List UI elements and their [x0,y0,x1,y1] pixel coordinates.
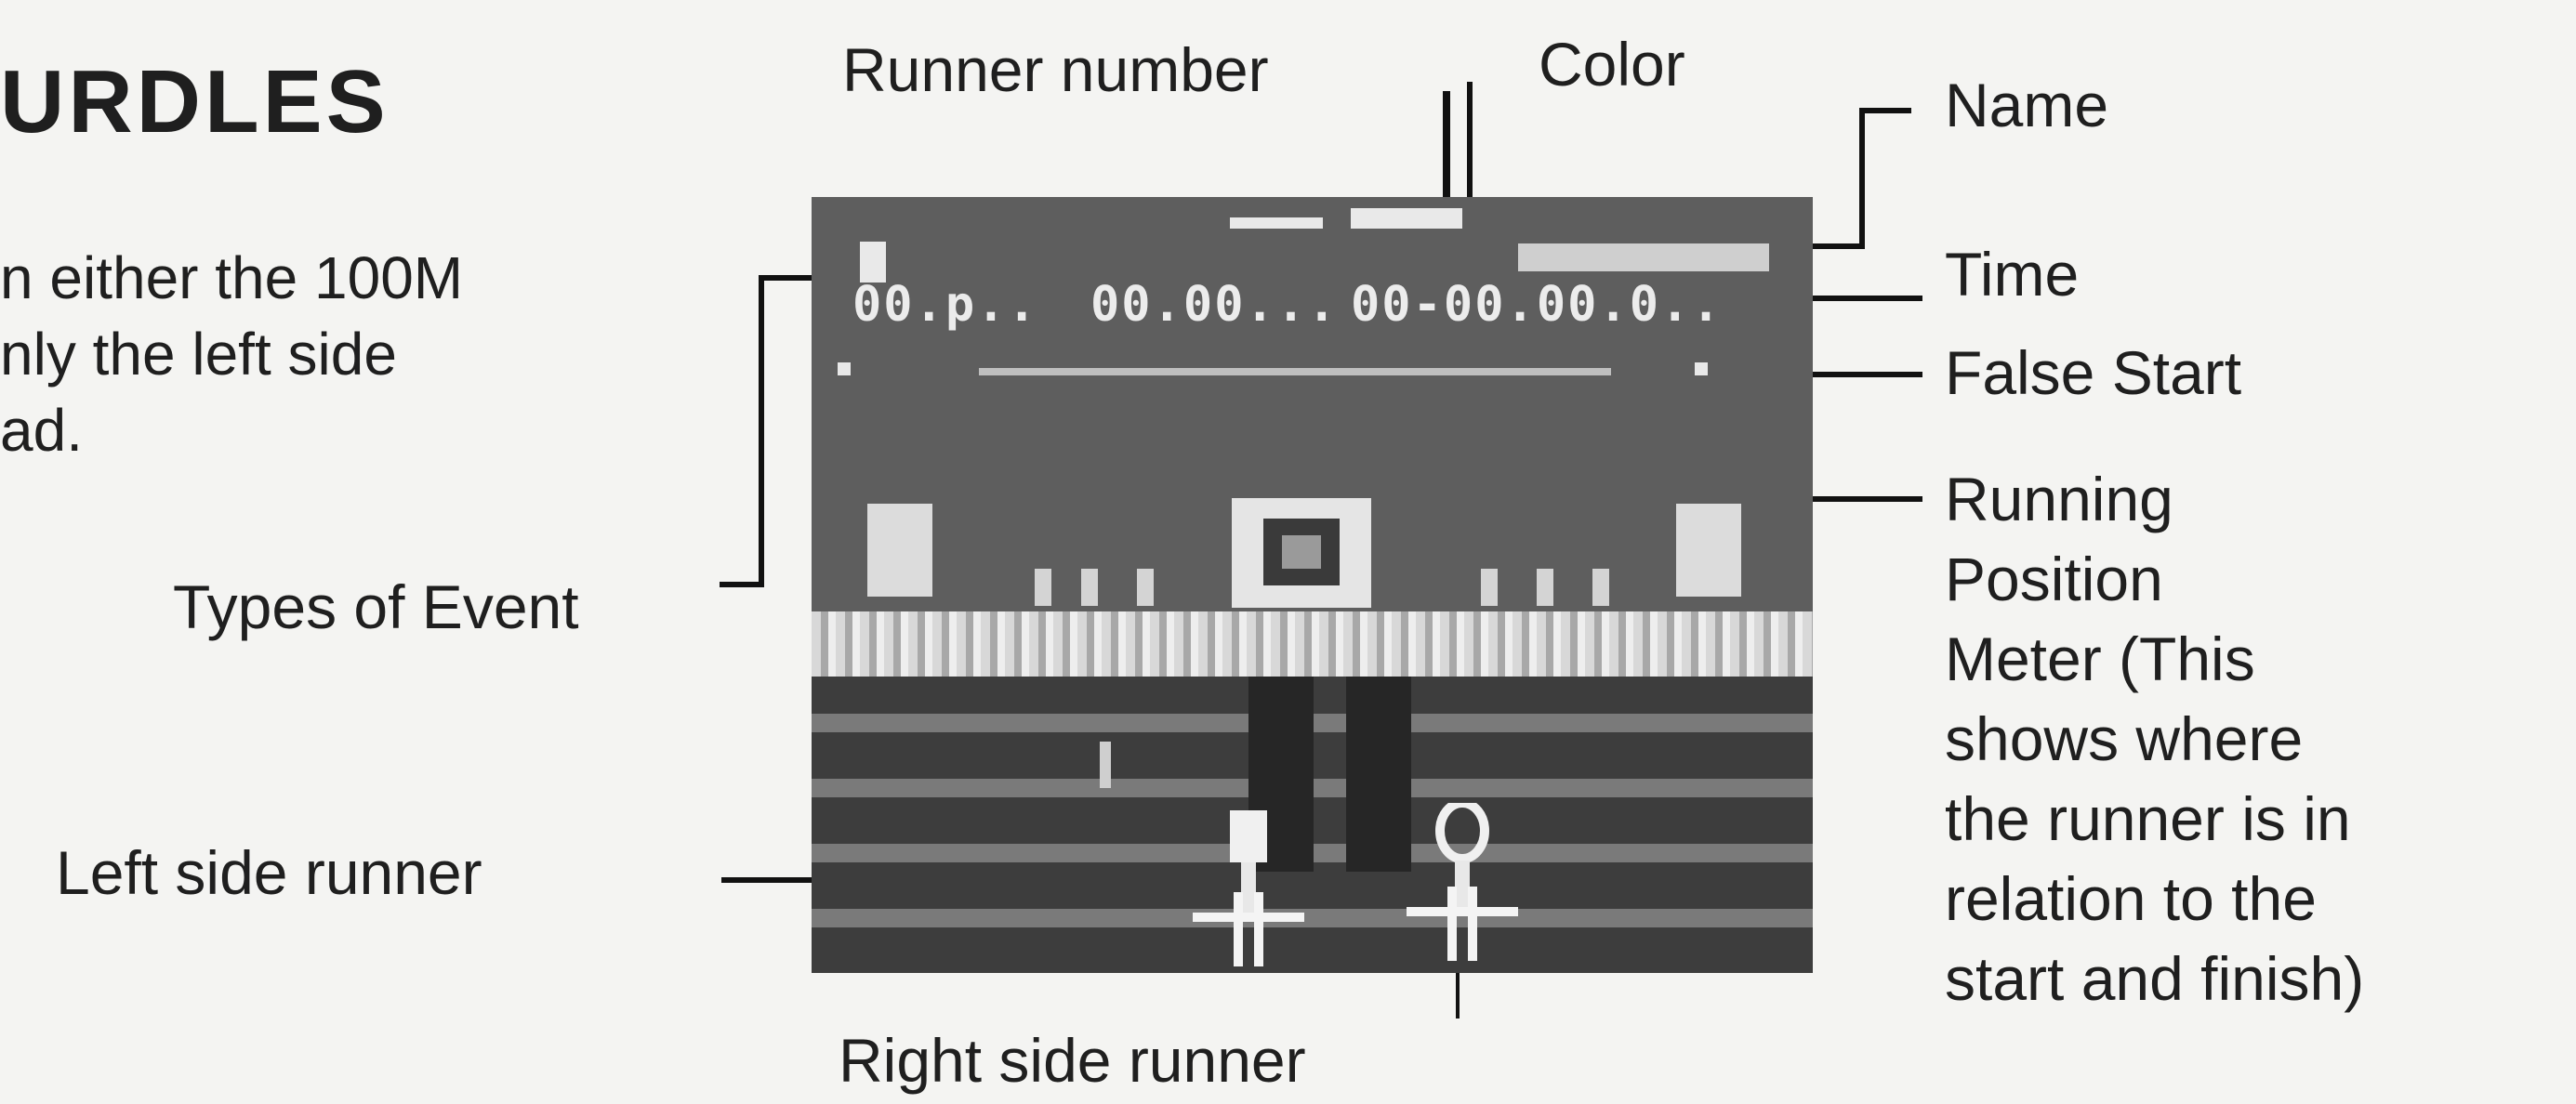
game-screenshot: 00.p.. 00.00... 00-00.00.0.. [812,197,1813,973]
hud-runner-number-bar [1230,217,1323,229]
flag-4 [1481,569,1498,606]
rp-line-2: Position [1945,539,2364,619]
intro-line-1: n either the 100M [0,240,463,316]
flag-2 [1081,569,1098,606]
right-runner-sprite [1407,803,1518,961]
label-name: Name [1945,74,2108,136]
intro-paragraph: n either the 100M nly the left side ad. [0,240,463,468]
label-color: Color [1539,33,1685,95]
label-left-runner: Left side runner [56,842,482,903]
leader-event-h2 [720,582,764,587]
running-position-meter [979,368,1611,375]
rp-line-1: Running [1945,459,2364,539]
rp-line-3: Meter (This [1945,619,2364,699]
stadium-board-right [1676,504,1741,597]
hurdle-shadow-right [1346,677,1411,872]
flag-1 [1035,569,1051,606]
leader-right-runner [1456,966,1460,1019]
crowd-stands [812,611,1813,677]
hud-name-field [1518,243,1769,271]
hud-time-3: 00-00.00.0.. [1351,277,1723,333]
leader-name-v [1859,108,1865,247]
label-right-runner: Right side runner [839,1030,1306,1091]
section-heading: URDLES [0,58,390,147]
hud-time-1: 00.p.. [852,277,1038,333]
hud-false-start-right [1695,362,1708,375]
track [812,677,1813,973]
left-runner-sprite [1193,810,1304,968]
label-types-of-event: Types of Event [173,576,579,637]
scoreboard-display [1282,535,1321,569]
leader-event-v [759,275,764,585]
hud-time-2: 00.00... [1090,277,1338,333]
label-running-position-meter: Running Position Meter (This shows where… [1945,459,2364,1019]
intro-line-3: ad. [0,392,463,468]
intro-line-2: nly the left side [0,316,463,392]
label-time: Time [1945,243,2079,305]
rp-line-6: relation to the [1945,859,2364,939]
flag-6 [1592,569,1609,606]
rp-line-4: shows where [1945,699,2364,779]
rp-line-7: start and finish) [1945,939,2364,1019]
hud-color-block [1351,208,1462,229]
rp-line-5: the runner is in [1945,779,2364,859]
label-false-start: False Start [1945,342,2241,403]
label-runner-number: Runner number [842,39,1269,100]
hud-false-start-left [838,362,851,375]
flag-5 [1537,569,1553,606]
hurdle-marker [1100,742,1111,788]
flag-3 [1137,569,1154,606]
stadium-board-left [867,504,932,597]
leader-name-h [1859,108,1911,113]
lane-line-4 [812,909,1813,927]
